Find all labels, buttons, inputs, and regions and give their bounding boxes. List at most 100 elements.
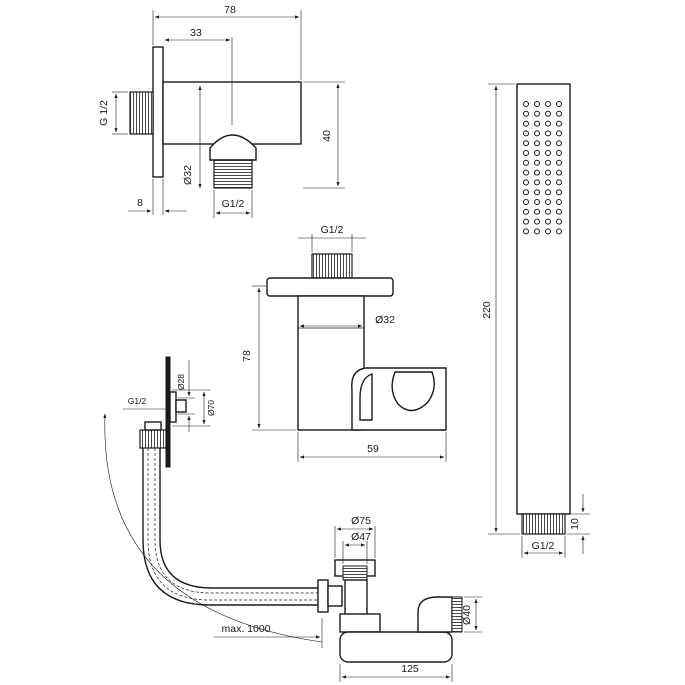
nozzle-dot xyxy=(545,150,551,156)
nozzle-dot xyxy=(534,159,540,166)
holder-top-thread xyxy=(311,253,353,279)
shower-holder-drawing: G1/2 Ø32 78 59 xyxy=(241,224,447,462)
holder-dim-thread-label: G1/2 xyxy=(321,224,344,236)
nozzle-dot xyxy=(523,218,529,225)
nozzle-dot xyxy=(534,179,540,186)
nozzle-dot xyxy=(523,150,529,156)
filler-dim-trap-width-label: 125 xyxy=(401,663,419,675)
nozzle-dot xyxy=(545,208,551,215)
filler-dim-drain-outer-label: Ø75 xyxy=(351,515,371,527)
nozzle-dot xyxy=(556,130,562,137)
dim-thread-bottom-label: G1/2 xyxy=(222,198,245,210)
drain-nut xyxy=(339,613,381,633)
nozzle-dot xyxy=(556,179,562,186)
nozzle-dot xyxy=(556,140,562,147)
nozzle-dot xyxy=(534,110,540,117)
holder-dim-height-label: 78 xyxy=(241,350,253,362)
filler-dim-thread-label: G1/2 xyxy=(128,396,147,406)
nozzle-dot xyxy=(556,110,562,117)
filler-inlet-thread xyxy=(139,429,167,449)
nozzle-dot xyxy=(534,101,540,107)
holder-dim-diameter-label: Ø32 xyxy=(375,314,395,326)
drain-outlet-elbow xyxy=(417,596,453,633)
dim-height-label: 40 xyxy=(321,130,333,142)
nozzle-dot xyxy=(534,189,540,196)
hand-shower-dim-length-label: 220 xyxy=(481,301,493,319)
nozzle-dot xyxy=(523,130,529,137)
nozzle-dot xyxy=(545,218,551,225)
hand-shower-nozzles xyxy=(523,101,562,235)
nozzle-dot xyxy=(523,159,529,166)
nozzle-dot xyxy=(523,169,529,176)
hand-shower-thread xyxy=(521,513,566,535)
drain-thread xyxy=(342,565,368,581)
nozzle-dot xyxy=(534,199,540,205)
drain-trap xyxy=(339,631,453,663)
nozzle-dot xyxy=(534,130,540,137)
nozzle-dot xyxy=(523,179,529,186)
nozzle-dot xyxy=(556,199,562,205)
dim-flange-label: 8 xyxy=(137,197,143,209)
nozzle-dot xyxy=(545,130,551,137)
nozzle-dot xyxy=(545,110,551,117)
filler-max-length-arc xyxy=(103,413,323,643)
filler-inlet-cap xyxy=(144,421,162,431)
nozzle-dot xyxy=(523,189,529,196)
filler-hose-outer xyxy=(142,448,318,606)
wall-outlet-bottom-thread xyxy=(213,159,253,189)
hose-connector-body xyxy=(327,585,343,607)
filler-dim-diameter-large-label: Ø70 xyxy=(206,400,216,416)
filler-dim-outlet-label: Ø40 xyxy=(461,605,473,625)
nozzle-dot xyxy=(523,120,529,127)
hand-shower-body xyxy=(516,83,571,515)
filler-hose-inner xyxy=(159,448,318,589)
nozzle-dot xyxy=(545,189,551,196)
wall-outlet-flange xyxy=(152,46,164,178)
nozzle-dot xyxy=(523,101,529,107)
nozzle-dot xyxy=(545,199,551,205)
nozzle-dot xyxy=(556,228,562,235)
dim-thread-left-label: G 1/2 xyxy=(98,100,110,126)
filler-dim-max-length-label: max. 1000 xyxy=(221,623,270,635)
nozzle-dot xyxy=(534,228,540,235)
nozzle-dot xyxy=(523,140,529,147)
nozzle-dot xyxy=(545,228,551,235)
drain-outlet-thread xyxy=(451,596,463,633)
filler-dim-diameter-small-label: Ø28 xyxy=(176,374,186,390)
nozzle-dot xyxy=(556,218,562,225)
filler-spout-nut xyxy=(175,399,187,413)
nozzle-dot xyxy=(556,101,562,107)
hand-shower-dim-thread-length-label: 10 xyxy=(569,518,581,530)
nozzle-dot xyxy=(523,110,529,117)
hand-shower-drawing: 220 10 G1/2 xyxy=(481,83,590,558)
nozzle-dot xyxy=(534,140,540,147)
nozzle-dot xyxy=(534,120,540,127)
bath-filler-drawing: G1/2 Ø28 Ø70 max. 1000 Ø75 Ø47 Ø40 xyxy=(103,356,482,682)
nozzle-dot xyxy=(545,169,551,176)
holder-dim-width-label: 59 xyxy=(367,443,379,455)
nozzle-dot xyxy=(556,189,562,196)
nozzle-dot xyxy=(545,101,551,107)
nozzle-dot xyxy=(523,199,529,205)
nozzle-dot xyxy=(534,150,540,156)
holder-wall-plate xyxy=(266,277,394,297)
nozzle-dot xyxy=(545,179,551,186)
nozzle-dot xyxy=(556,159,562,166)
nozzle-dot xyxy=(534,208,540,215)
nozzle-dot xyxy=(534,218,540,225)
dim-total-width-label: 78 xyxy=(224,4,236,16)
holder-cradle-cutout xyxy=(391,371,435,412)
nozzle-dot xyxy=(556,120,562,127)
hose-connector xyxy=(317,579,329,613)
nozzle-dot xyxy=(523,228,529,235)
holder-cradle-lip xyxy=(359,373,373,421)
hand-shower-dim-thread-label: G1/2 xyxy=(532,540,555,552)
wall-outlet-drawing: 78 33 G 1/2 40 Ø32 8 G1/2 xyxy=(98,4,345,218)
wall-outlet-left-thread xyxy=(129,91,154,135)
nozzle-dot xyxy=(556,208,562,215)
nozzle-dot xyxy=(523,208,529,215)
nozzle-dot xyxy=(556,169,562,176)
nozzle-dot xyxy=(534,169,540,176)
